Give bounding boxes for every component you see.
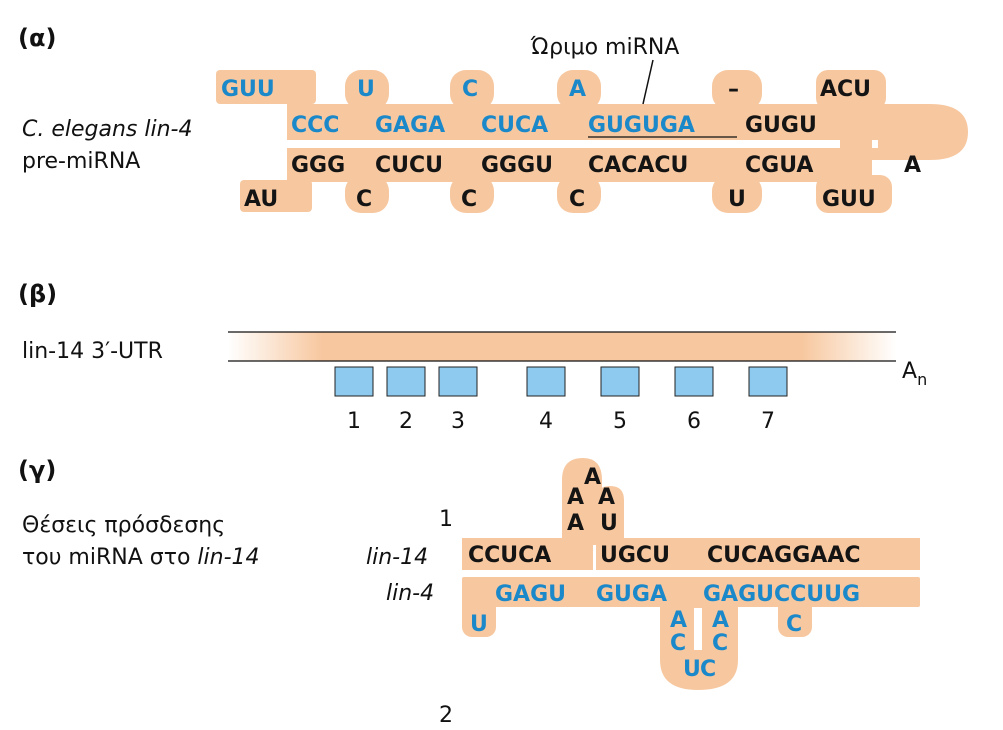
site-box-1 [334, 366, 374, 397]
loop-bottom-3: C [461, 187, 477, 212]
loop-bottom-5: U [728, 187, 746, 212]
caption-line2: του miRNA στο lin-14 [22, 545, 260, 570]
utr-label: lin-14 3′-UTR [22, 339, 163, 364]
loop-bottom-2: C [356, 187, 372, 212]
lin4-seq-3: GAGUCCUUG [703, 582, 860, 607]
loop-top-1: GUU [221, 77, 275, 102]
lin14-seq-2: UGCU [600, 543, 670, 568]
site-number-6: 6 [687, 409, 701, 434]
utr-bar [228, 332, 896, 361]
site-number-3: 3 [451, 409, 465, 434]
loop-bottom-6: GUU [822, 187, 876, 212]
lin4-loop-2: C [670, 631, 686, 656]
lin4-loop-3: U [683, 657, 701, 682]
loop-bottom-4: C [569, 187, 585, 212]
top-row-5: GUGU [745, 113, 817, 138]
premirna-name-plain: pre-miRNA [22, 149, 140, 174]
bottom-row-3: GGGU [481, 153, 553, 178]
premirna-name-italic: C. elegans lin-4 [22, 117, 192, 142]
site-box-3 [438, 366, 478, 397]
site-number-5: 5 [613, 409, 627, 434]
loop-top-5: – [728, 77, 739, 102]
mature-callout-line [642, 59, 654, 105]
loop-top-2: U [357, 77, 375, 102]
hairpin-a: A [904, 153, 921, 178]
lin4-loop-5: C [712, 631, 728, 656]
bottom-row-5: CGUA [745, 153, 813, 178]
lin14-bulge-2: A [567, 485, 584, 510]
top-row-1: CCC [291, 113, 339, 138]
lin14-shape [462, 458, 920, 573]
loop-top-3: C [462, 77, 478, 102]
lin4-seq-2: GUGA [596, 582, 667, 607]
lin14-bulge-4: A [567, 511, 584, 536]
lin4-c: C [786, 612, 802, 637]
loop-bottom-1: AU [244, 187, 278, 212]
loop-top-4: A [569, 77, 586, 102]
lin14-bulge-5: U [600, 511, 618, 536]
site-box-2 [386, 366, 426, 397]
bottom-row-1: GGG [291, 153, 345, 178]
lin14-bulge-1: A [584, 465, 601, 490]
caption-line1: Θέσεις πρόσδεσης [22, 513, 225, 538]
lin14-label: lin-14 [366, 545, 428, 570]
site2-label: 2 [439, 703, 453, 728]
premirna-shape [216, 70, 968, 213]
bottom-row-4: CACACU [588, 153, 688, 178]
site-boxes: 1 2 3 4 5 6 7 [334, 366, 788, 434]
lin4-loop-6: A [712, 608, 729, 633]
site-box-4 [526, 366, 566, 397]
top-row-3: CUCA [481, 113, 548, 138]
lin4-seq-1: GAGU [495, 582, 566, 607]
lin4-loop-1: A [670, 608, 687, 633]
lin4-u: U [470, 612, 488, 637]
top-row-4: GUGUGA [588, 113, 695, 138]
site-box-5 [600, 366, 640, 397]
lin4-label: lin-4 [386, 581, 434, 606]
loop-top-6: ACU [820, 77, 871, 102]
mature-mirna-label: Ώριμο miRNA [530, 35, 679, 60]
site-number-7: 7 [761, 409, 775, 434]
lin4-shape [462, 577, 920, 690]
panel-a-label: (α) [18, 24, 56, 52]
lin4-loop-4: C [700, 657, 716, 682]
panel-b-label: (β) [18, 280, 57, 308]
lin14-seq-1: CCUCA [468, 543, 551, 568]
lin14-bulge-3: A [598, 485, 615, 510]
top-row-2: GAGA [375, 113, 445, 138]
polya-label: An [902, 359, 927, 389]
site-number-1: 1 [347, 409, 361, 434]
bottom-row-2: CUCU [375, 153, 443, 178]
site-box-6 [674, 366, 714, 397]
lin14-seq-3: CUCAGGAAC [707, 543, 861, 568]
panel-c-label: (γ) [18, 456, 56, 484]
site-box-7 [748, 366, 788, 397]
site1-label: 1 [439, 507, 453, 532]
site-number-2: 2 [399, 409, 413, 434]
site-number-4: 4 [539, 409, 553, 434]
